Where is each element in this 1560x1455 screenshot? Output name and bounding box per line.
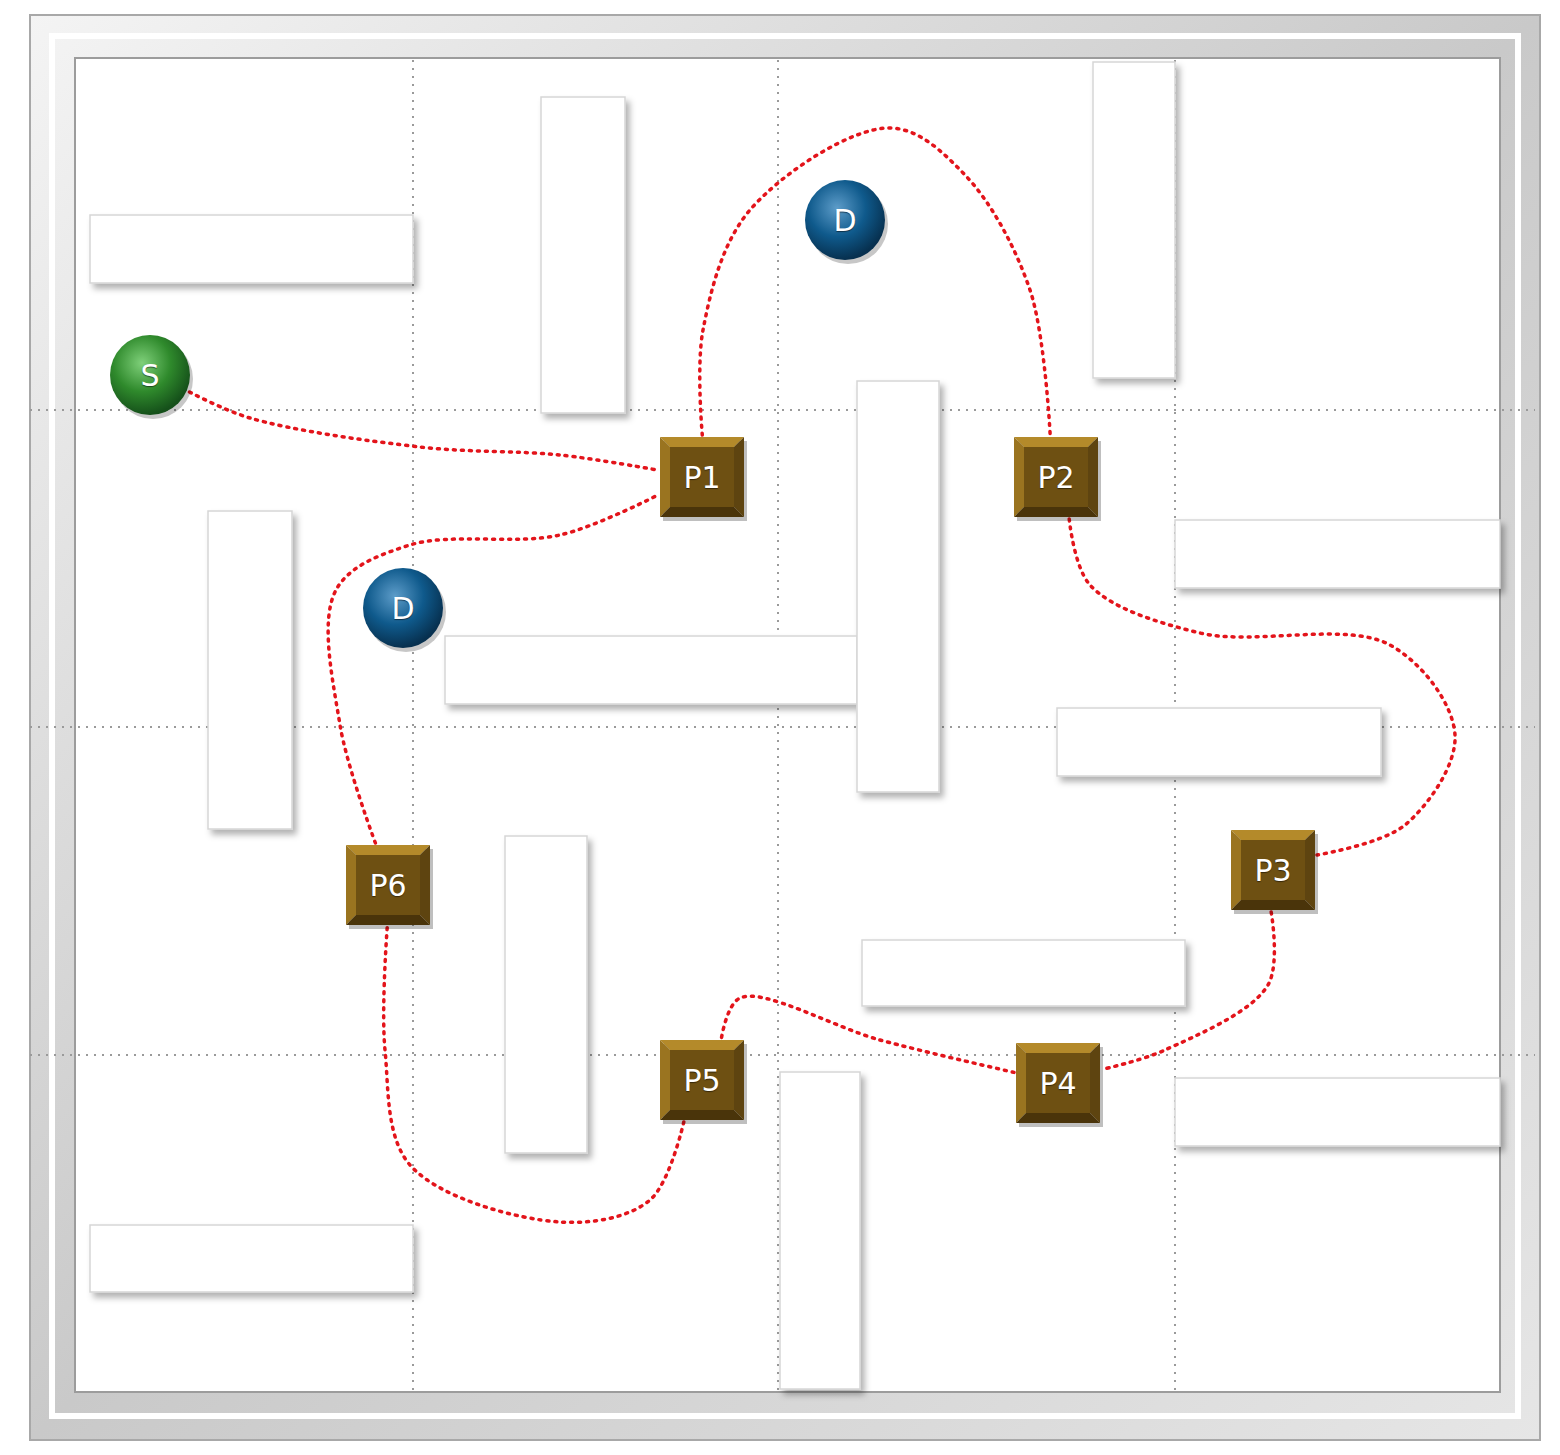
box-face [670, 447, 734, 507]
bevel-left [1014, 437, 1024, 517]
bevel-bottom [1231, 900, 1315, 910]
bevel-top [346, 845, 430, 855]
bevel-bottom [660, 507, 744, 517]
robot-path [190, 392, 658, 470]
marker-fill [110, 335, 190, 415]
bevel-left [346, 845, 356, 925]
robot-path [384, 927, 684, 1222]
node-label: P1 [683, 461, 720, 494]
location-marker: S [109, 334, 191, 416]
node-label: P5 [683, 1064, 720, 1097]
box-face [1024, 447, 1088, 507]
obstacle [780, 1072, 860, 1389]
node-label: P2 [1037, 461, 1074, 494]
grid-lines [30, 60, 1535, 1390]
bevel-right [420, 845, 430, 925]
arena-floor [75, 58, 1500, 1392]
obstacle [445, 636, 857, 704]
obstacle [1057, 708, 1381, 776]
box-face [1241, 840, 1305, 900]
bevel-bottom [1014, 507, 1098, 517]
bevel-right [1305, 830, 1315, 910]
obstacle [90, 215, 413, 283]
obstacle [1175, 1078, 1500, 1146]
node-label: P3 [1254, 854, 1291, 887]
location-marker: D [804, 179, 886, 261]
node-label: P4 [1039, 1067, 1076, 1100]
bevel-left [660, 437, 670, 517]
wall-bevel [52, 36, 1518, 1416]
box-face [356, 855, 420, 915]
marker-fill [363, 568, 443, 648]
bevel-bottom [660, 1110, 744, 1120]
node-label: S [140, 359, 159, 392]
obstacle [208, 511, 292, 829]
bevel-top [1231, 830, 1315, 840]
obstacle [505, 836, 587, 1153]
node-label: D [833, 204, 856, 237]
waypoint-box: P2 [1014, 437, 1098, 517]
grid-line [777, 60, 779, 1390]
bevel-right [734, 437, 744, 517]
waypoint-box: P6 [346, 845, 430, 925]
bevel-left [660, 1040, 670, 1120]
box-face [670, 1050, 734, 1110]
obstacle [1175, 520, 1500, 588]
robot-path [328, 495, 658, 843]
obstacle [857, 381, 939, 792]
bevel-right [734, 1040, 744, 1120]
grid-line [30, 409, 1535, 411]
outer-wall [30, 15, 1540, 1440]
waypoint-box: P3 [1231, 830, 1315, 910]
bevel-bottom [1016, 1113, 1100, 1123]
bevel-left [1016, 1043, 1026, 1123]
bevel-top [660, 437, 744, 447]
bevel-top [1014, 437, 1098, 447]
robot-path [700, 128, 1050, 435]
node-label: D [391, 592, 414, 625]
box-face [1026, 1053, 1090, 1113]
obstacle [90, 1225, 413, 1292]
obstacle [1093, 62, 1175, 378]
location-marker: D [362, 567, 444, 649]
waypoint-box: P5 [660, 1040, 744, 1120]
waypoint-box: P4 [1016, 1043, 1100, 1123]
obstacle [862, 940, 1185, 1006]
obstacle [541, 97, 625, 413]
robot-path [721, 996, 1014, 1072]
robot-path [1102, 912, 1274, 1069]
waypoint-box: P1 [660, 437, 744, 517]
bevel-top [660, 1040, 744, 1050]
bevel-bottom [346, 915, 430, 925]
bevel-left [1231, 830, 1241, 910]
bevel-right [1090, 1043, 1100, 1123]
marker-fill [805, 180, 885, 260]
bevel-right [1088, 437, 1098, 517]
bevel-top [1016, 1043, 1100, 1053]
node-label: P6 [369, 869, 406, 902]
grid-line [30, 1054, 1535, 1056]
robot-path [1069, 519, 1455, 855]
